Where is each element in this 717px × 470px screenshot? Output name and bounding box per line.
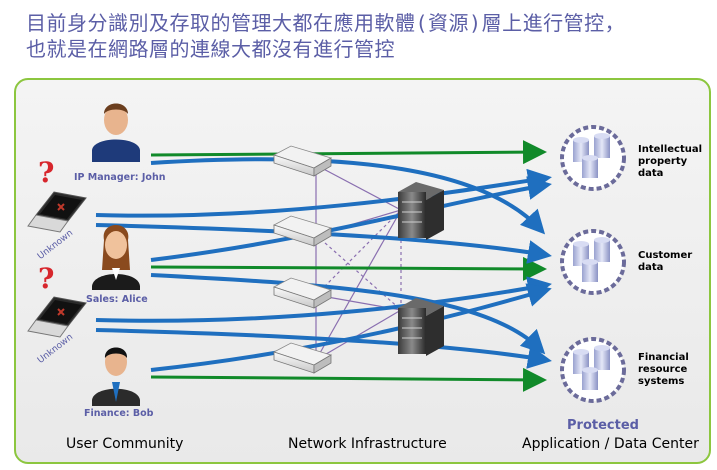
question-mark-icon: ? xyxy=(38,156,55,189)
section-label-protected: Protected xyxy=(567,418,639,433)
title-line-1: 目前身分識別及存取的管理大都在應用軟體(資源)層上進行管控， xyxy=(26,11,626,35)
database-icon xyxy=(560,229,626,295)
authorized-access-arrows xyxy=(150,140,547,392)
server-icon xyxy=(398,298,444,356)
user-label-bob: Finance: Bob xyxy=(84,408,154,419)
user-label-alice: Sales: Alice xyxy=(86,294,148,305)
server-icon xyxy=(398,182,444,240)
laptop-virus-icon xyxy=(27,296,87,338)
resource-label-customer: Customer data xyxy=(638,250,693,273)
network-switch-icon xyxy=(272,342,332,374)
database-icon xyxy=(560,125,626,191)
diagram-panel: IP Manager: John Sales: Alice Finance: B… xyxy=(14,78,711,464)
uncontrolled-access-arrows xyxy=(95,157,552,372)
section-label-app-center: Application / Data Center xyxy=(522,436,699,452)
network-switch-icon xyxy=(272,215,332,247)
resource-label-financial: Financial resource systems xyxy=(638,352,689,387)
title-line-2: 也就是在網路層的連線大都沒有進行管控 xyxy=(26,37,395,61)
resource-label-ip: Intellectual property data xyxy=(638,144,703,179)
slide-title: 目前身分識別及存取的管理大都在應用軟體(資源)層上進行管控， 也就是在網路層的連… xyxy=(26,10,716,62)
section-label-user-community: User Community xyxy=(66,436,184,452)
laptop-virus-icon xyxy=(27,191,87,233)
database-icon xyxy=(560,337,626,403)
person-icon xyxy=(92,347,140,406)
person-icon xyxy=(92,225,140,290)
network-switch-icon xyxy=(272,277,332,309)
section-label-network: Network Infrastructure xyxy=(288,436,447,452)
person-icon xyxy=(92,103,140,162)
question-mark-icon: ? xyxy=(38,262,55,295)
network-switch-icon xyxy=(272,145,332,177)
network-diagram xyxy=(27,103,626,406)
user-label-john: IP Manager: John xyxy=(74,172,166,183)
